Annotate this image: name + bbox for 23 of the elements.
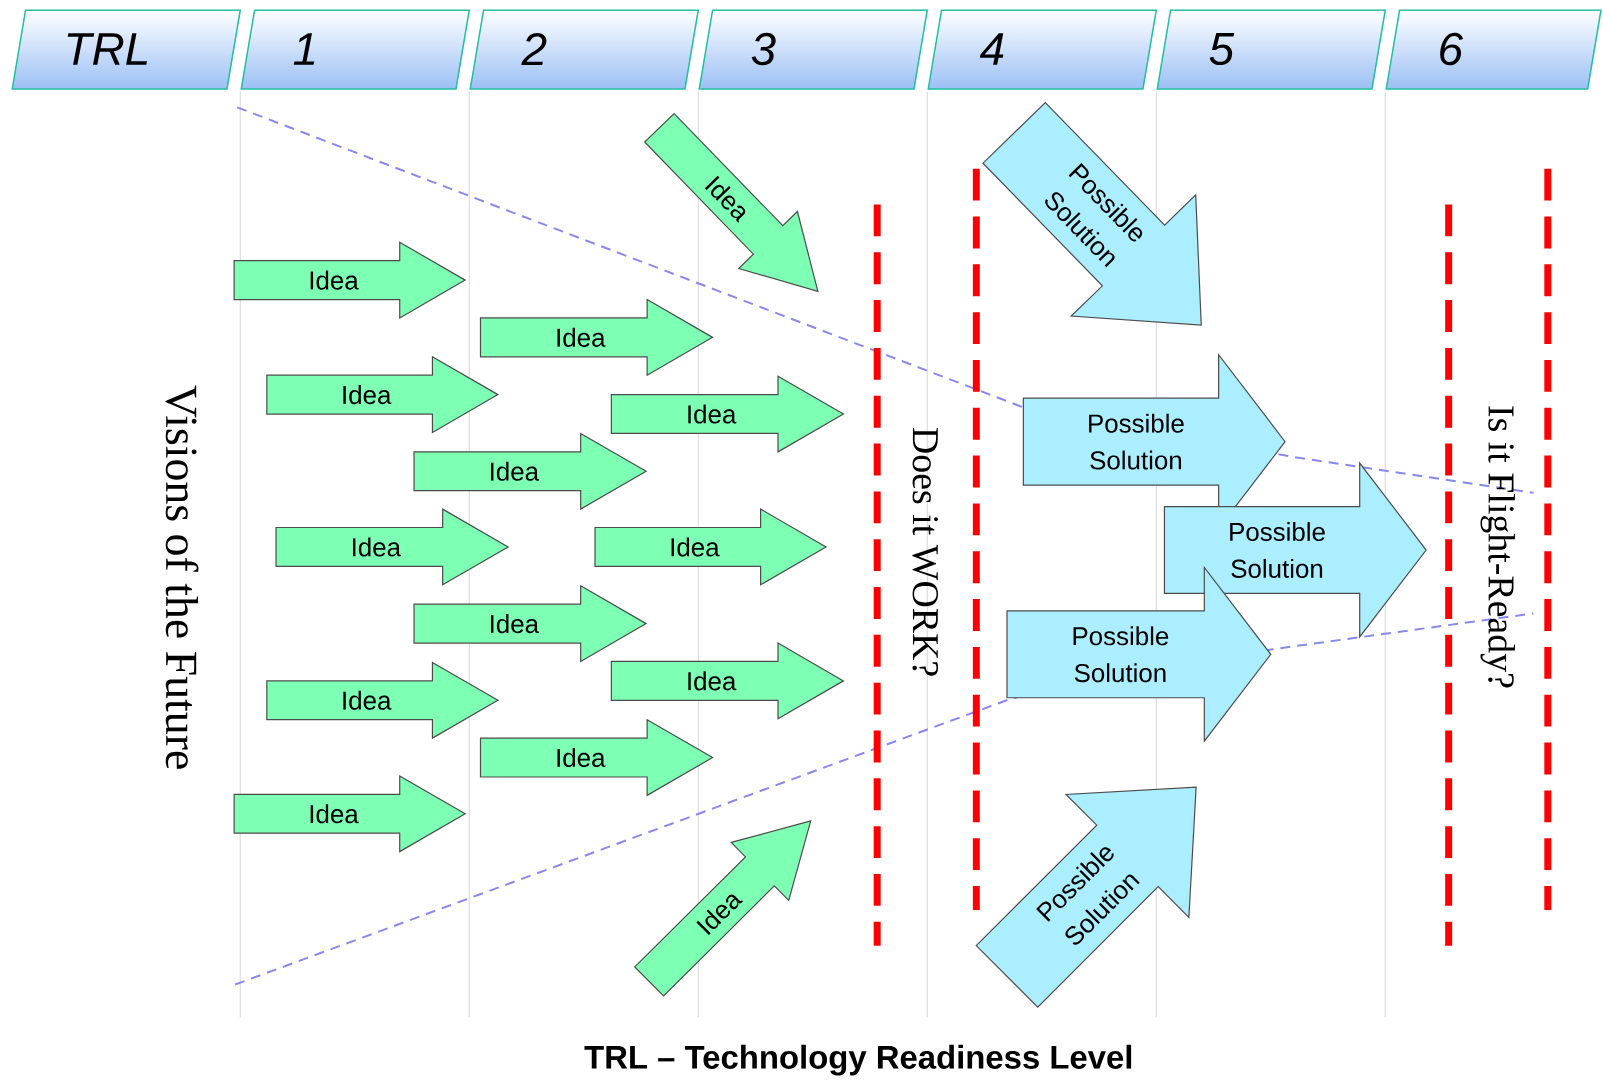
pointer-box: Idea — [266, 661, 500, 740]
pointer-box: Idea — [479, 718, 714, 797]
level-tab: 6 — [1385, 9, 1602, 90]
vertical-label: Visions of the Future — [165, 385, 199, 769]
pointer-box: Idea — [233, 775, 467, 853]
level-tab: 4 — [927, 9, 1158, 90]
pointer-box: Idea — [413, 584, 648, 663]
pointer-box: Idea — [275, 508, 510, 586]
caption: TRL – Technology Readiness Level — [584, 1044, 1132, 1076]
vertical-label: Does it WORK? — [912, 428, 939, 676]
pointer-box: Idea — [266, 355, 500, 434]
pointer-box: Idea — [610, 375, 845, 454]
level-tab: 2 — [469, 9, 700, 90]
level-tab: TRL — [11, 9, 242, 90]
pointer-box: Idea — [594, 508, 828, 586]
pointer-box: Idea — [610, 642, 845, 720]
level-tab: 1 — [240, 9, 471, 90]
vertical-label: Is it Flight-Ready? — [1480, 406, 1515, 688]
pointer-box: Idea — [233, 241, 467, 320]
pointer-box: Idea — [413, 432, 648, 511]
pointer-box: Idea — [479, 298, 714, 377]
level-tab: 3 — [698, 9, 929, 90]
level-tab: 5 — [1156, 9, 1387, 90]
